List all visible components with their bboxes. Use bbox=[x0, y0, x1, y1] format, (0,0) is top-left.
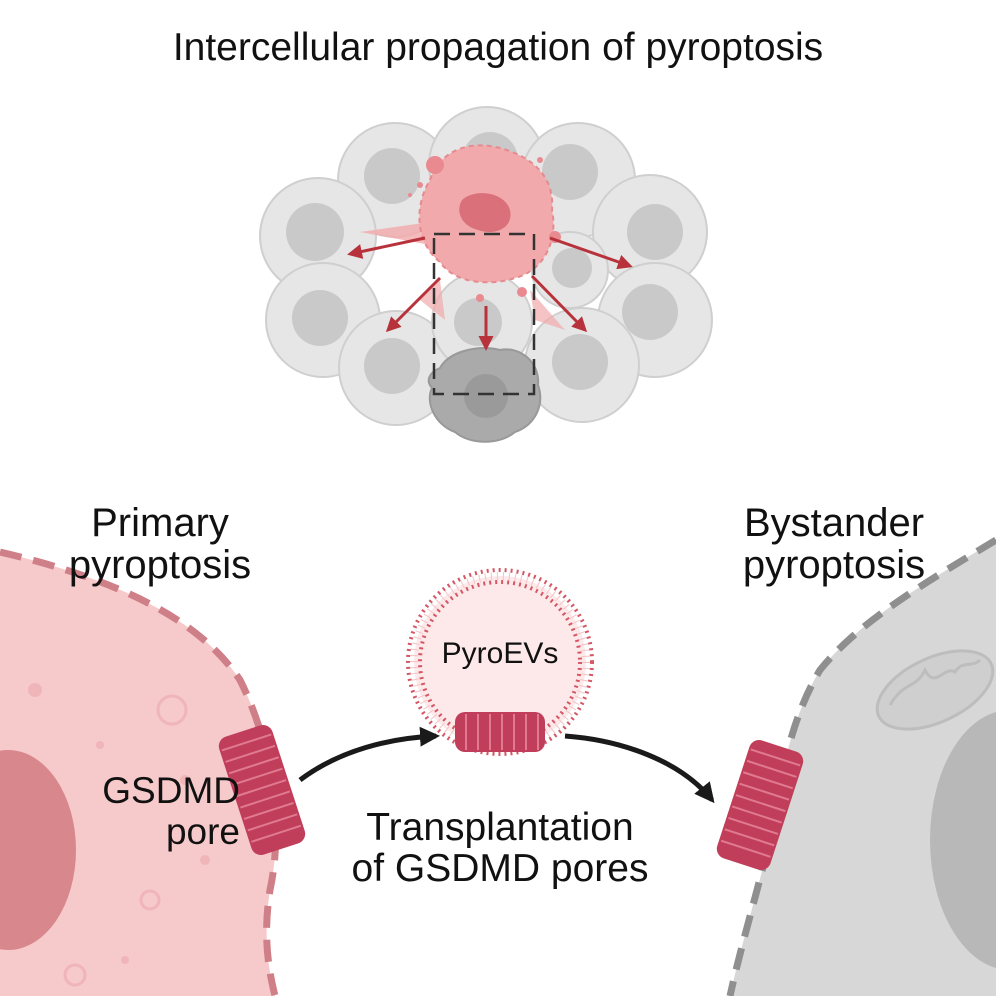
primary-nucleus bbox=[0, 750, 76, 950]
primary-pyroptosis-label: Primary pyroptosis bbox=[40, 502, 280, 586]
bystander-label-line2: pyroptosis bbox=[742, 543, 926, 587]
diagram-title: Intercellular propagation of pyroptosis bbox=[172, 26, 824, 69]
gsdmd-label-line2: pore bbox=[165, 811, 240, 853]
gsdmd-label-line1: GSDMD bbox=[102, 770, 240, 811]
arrow-to-vesicle bbox=[298, 726, 440, 783]
leakage bbox=[530, 290, 565, 330]
gsdmd-pore-bystander bbox=[716, 739, 804, 871]
primary-label-line2: pyroptosis bbox=[68, 543, 252, 587]
bystander-cell bbox=[726, 537, 996, 996]
bystander-nucleus bbox=[930, 712, 996, 968]
bystander-label-line1: Bystander bbox=[743, 501, 925, 545]
gsdmd-pore-primary bbox=[218, 724, 306, 856]
primary-label-line1: Primary bbox=[91, 501, 229, 545]
propagation-arrows bbox=[347, 236, 633, 351]
bystander-pyroptosis-label: Bystander pyroptosis bbox=[700, 502, 968, 586]
pyroptotic-cell bbox=[408, 144, 561, 302]
gsdmd-pore-vesicle bbox=[455, 712, 545, 752]
mitochondrion bbox=[875, 649, 995, 731]
transplantation-label: Transplantation of GSDMD pores bbox=[300, 806, 700, 890]
gsdmd-pore-label: GSDMD pore bbox=[40, 770, 240, 853]
healthy-cell bbox=[338, 310, 454, 426]
pyroev-vesicle bbox=[406, 568, 594, 756]
zoom-box bbox=[432, 232, 536, 396]
transplant-label-line1: Transplantation bbox=[366, 806, 634, 849]
transplant-label-line2: of GSDMD pores bbox=[351, 846, 649, 890]
arrow-to-bystander bbox=[564, 733, 715, 804]
cell-cluster bbox=[259, 106, 713, 443]
leakage bbox=[420, 280, 445, 320]
pyroevs-label: PyroEVs bbox=[441, 637, 559, 670]
healthy-cell bbox=[259, 177, 377, 295]
